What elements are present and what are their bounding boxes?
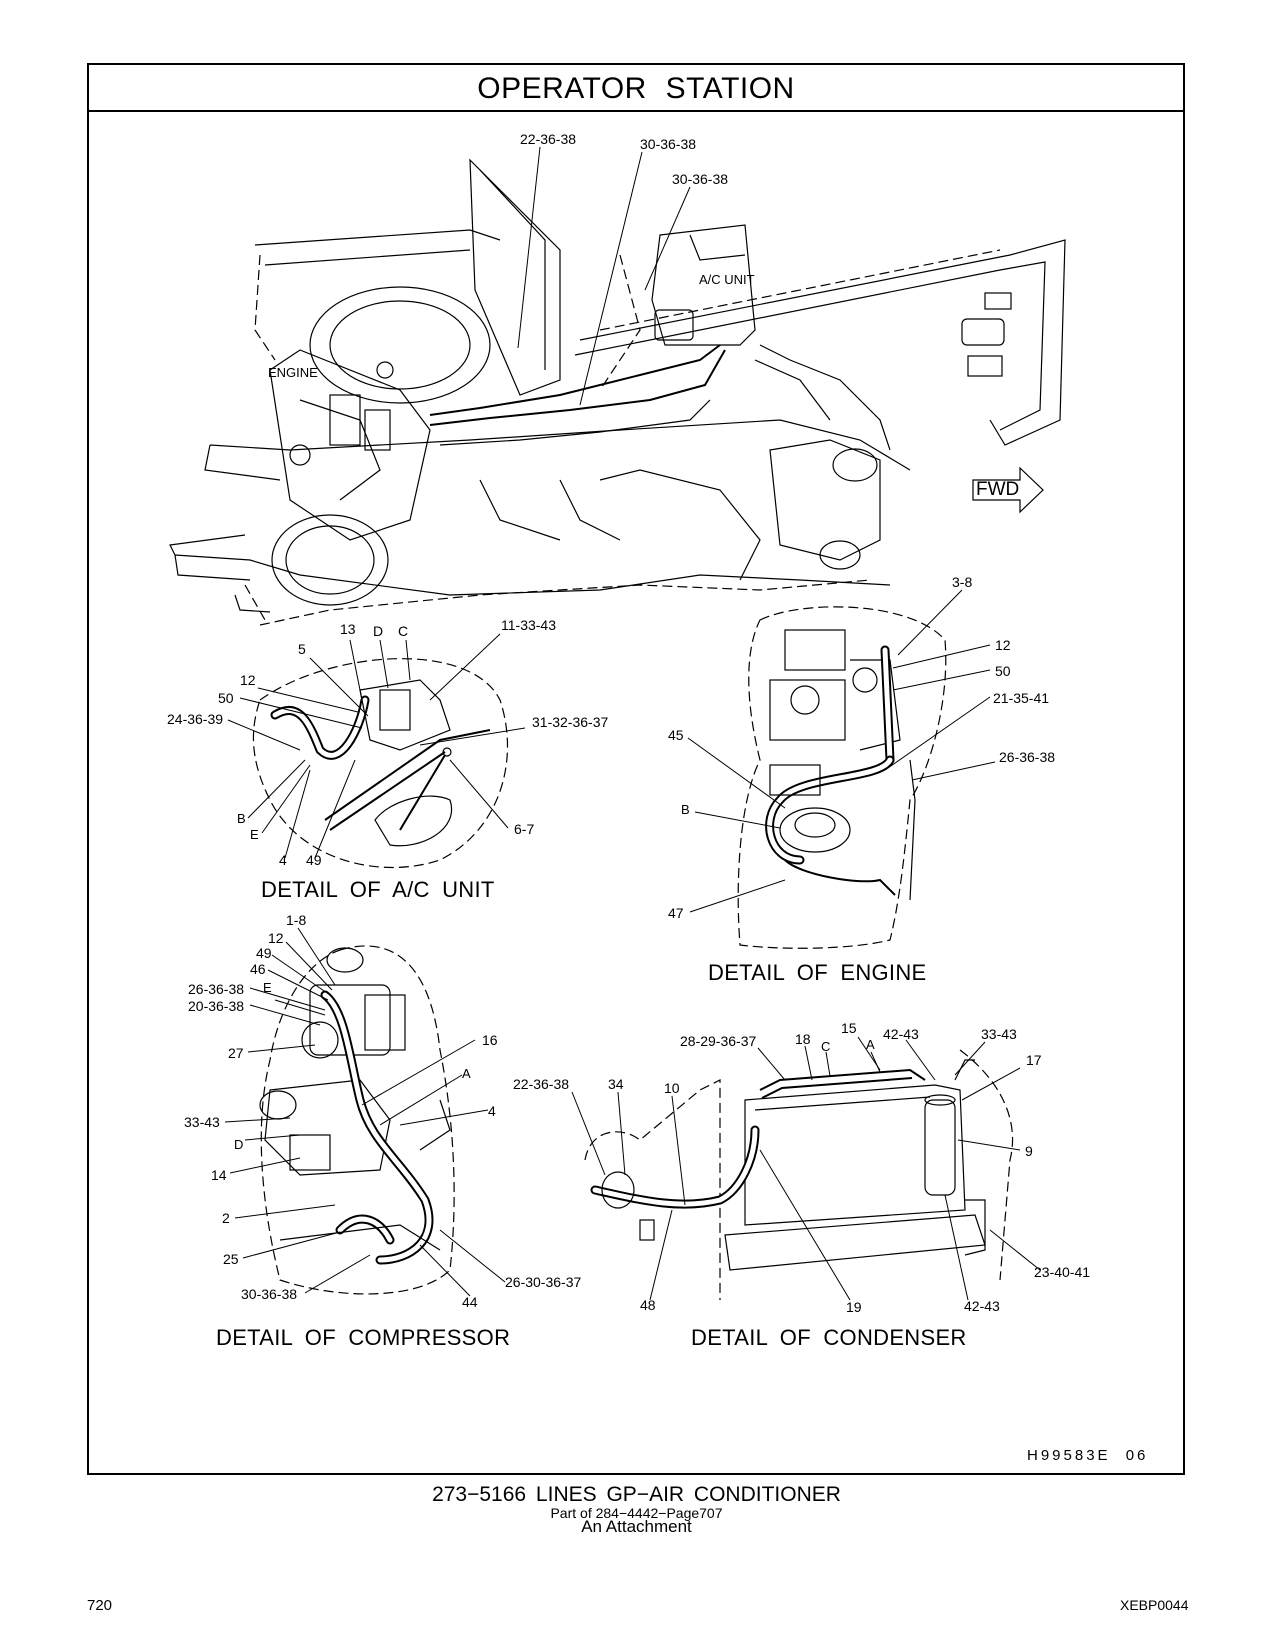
callout-label: 9 [1025, 1143, 1033, 1159]
callout-label: 12 [240, 672, 256, 688]
callout-label: 28-29-36-37 [680, 1033, 757, 1049]
callout-label: 22-36-38 [513, 1076, 570, 1092]
callout-label: E [250, 827, 259, 842]
callout-label: 2 [222, 1210, 230, 1226]
callout-label: 4 [279, 852, 287, 868]
callout-label: 27 [228, 1045, 244, 1061]
callout-label: 16 [482, 1032, 498, 1048]
callout-label: 22-36-38 [520, 131, 577, 147]
callout-label: 18 [795, 1031, 811, 1047]
callout-label: 12 [995, 637, 1011, 653]
callout-label: 25 [223, 1251, 239, 1267]
ac-unit-label: A/C UNIT [699, 272, 755, 287]
callout-label: A [462, 1066, 471, 1081]
part-title: 273−5166 LINES GP−AIR CONDITIONER [432, 1483, 841, 1506]
detail-ac-unit-caption: DETAIL OF A/C UNIT [261, 877, 495, 902]
detail-engine-drawing [687, 589, 996, 949]
page-number: 720 [87, 1597, 113, 1614]
callout-label: 42-43 [883, 1026, 919, 1042]
callout-label: 44 [462, 1294, 478, 1310]
callout-label: 26-30-36-37 [505, 1274, 582, 1290]
callout-label: 4 [488, 1103, 496, 1119]
engine-label: ENGINE [268, 365, 318, 380]
main-view-drawing [169, 146, 1066, 626]
callout-label: 47 [668, 905, 684, 921]
callout-label: B [237, 811, 246, 826]
callout-label: 15 [841, 1020, 857, 1036]
callout-label: 31-32-36-37 [532, 714, 609, 730]
callout-label: 48 [640, 1297, 656, 1313]
callout-label: 23-40-41 [1034, 1264, 1091, 1280]
callout-label: 33-43 [981, 1026, 1017, 1042]
callout-label: B [681, 802, 690, 817]
callout-label: 49 [256, 945, 272, 961]
callout-label: 17 [1026, 1052, 1042, 1068]
callout-label: 13 [340, 621, 356, 637]
callout-label: D [234, 1137, 244, 1152]
attachment-note: An Attachment [581, 1517, 692, 1536]
callout-label: 42-43 [964, 1298, 1000, 1314]
callout-label: D [373, 623, 384, 639]
callout-label: 11-33-43 [501, 617, 557, 633]
callout-label: 33-43 [184, 1114, 220, 1130]
callout-label: 14 [211, 1167, 227, 1183]
callout-label: 12 [268, 930, 284, 946]
callout-label: 46 [250, 961, 266, 977]
callout-label: 19 [846, 1299, 862, 1315]
callout-label: 5 [298, 641, 306, 657]
callout-label: 26-36-38 [999, 749, 1056, 765]
callout-label: 50 [218, 690, 234, 706]
document-id: XEBP0044 [1120, 1597, 1189, 1613]
callout-label: 24-36-39 [167, 711, 224, 727]
detail-compressor-drawing [224, 927, 506, 1297]
callout-label: 10 [664, 1080, 680, 1096]
detail-compressor-caption: DETAIL OF COMPRESSOR [216, 1325, 511, 1350]
detail-ac-unit-drawing [227, 633, 526, 869]
callout-label: C [821, 1039, 831, 1054]
callout-label: 20-36-38 [188, 998, 245, 1014]
callout-label: 6-7 [514, 821, 535, 837]
part-of-note: Part of 284−4442−Page707 [550, 1505, 723, 1521]
callout-label: 30-36-38 [640, 136, 697, 152]
detail-condenser-drawing [571, 1036, 1041, 1301]
detail-condenser-caption: DETAIL OF CONDENSER [691, 1325, 967, 1350]
detail-engine-caption: DETAIL OF ENGINE [708, 960, 927, 985]
callout-label: 30-36-38 [241, 1286, 298, 1302]
callout-label: 1-8 [286, 912, 307, 928]
callout-label: 30-36-38 [672, 171, 729, 187]
illustration-frame: OPERATOR STATION [87, 63, 1185, 1475]
forward-direction-label: FWD [976, 479, 1020, 500]
drawing-id: H99583E 06 [1027, 1447, 1149, 1464]
page-title: OPERATOR STATION [89, 65, 1183, 112]
callout-label: 3-8 [952, 574, 973, 590]
callout-label: 45 [668, 727, 684, 743]
callout-label: 26-36-38 [188, 981, 245, 997]
callout-label: A [866, 1037, 875, 1052]
callout-label: C [398, 623, 409, 639]
callout-label: 34 [608, 1076, 624, 1092]
callout-label: 50 [995, 663, 1011, 679]
callout-label: E [263, 980, 272, 995]
callout-label: 21-35-41 [993, 690, 1050, 706]
callout-label: 49 [306, 852, 322, 868]
